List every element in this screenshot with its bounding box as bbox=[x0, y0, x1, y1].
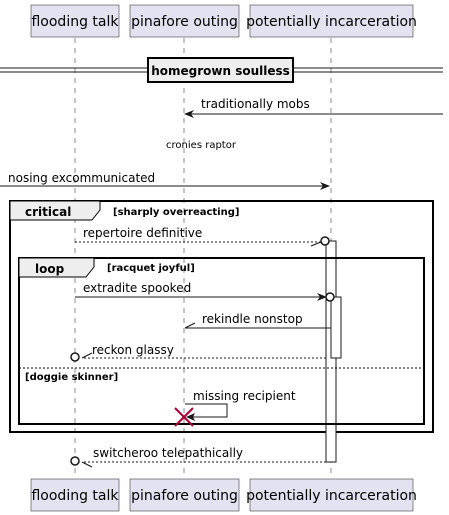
participant-label: pinafore outing bbox=[131, 488, 238, 504]
participant-pinafore-outing-top: pinafore outing bbox=[129, 4, 240, 38]
fragment-else-guard: [doggie skinner] bbox=[25, 372, 118, 383]
message-repertoire-definitive: repertoire definitive bbox=[75, 226, 330, 247]
fragment-label: loop bbox=[35, 262, 65, 276]
participant-potentially-incarceration-bottom: potentially incarceration bbox=[246, 478, 417, 512]
message-label: repertoire definitive bbox=[83, 226, 202, 240]
message-label: extradite spooked bbox=[83, 281, 191, 295]
delay-label: cronies raptor bbox=[166, 140, 237, 151]
fragment-loop: loop [racquet joyful] [doggie skinner] bbox=[18, 257, 425, 425]
participant-label: flooding talk bbox=[31, 14, 119, 30]
participant-potentially-incarceration-top: potentially incarceration bbox=[246, 4, 417, 38]
participant-flooding-talk-bottom: flooding talk bbox=[30, 478, 119, 512]
fragment-critical: critical [sharply overreacting] bbox=[9, 200, 434, 433]
message-traditionally-mobs: traditionally mobs bbox=[184, 97, 443, 118]
participant-label: flooding talk bbox=[31, 488, 119, 504]
message-label: switcheroo telepathically bbox=[93, 446, 243, 460]
participant-label: potentially incarceration bbox=[246, 14, 417, 30]
message-extradite-spooked: extradite spooked bbox=[75, 281, 335, 302]
message-label: missing recipient bbox=[193, 389, 296, 403]
fragment-guard: [sharply overreacting] bbox=[113, 207, 239, 218]
activation-bar-inner bbox=[330, 296, 342, 359]
participant-pinafore-outing-bottom: pinafore outing bbox=[129, 478, 240, 512]
message-missing-recipient: missing recipient bbox=[185, 389, 296, 421]
message-nosing-excommunicated: nosing excommunicated bbox=[0, 171, 330, 190]
message-label: rekindle nonstop bbox=[202, 312, 303, 326]
participant-label: pinafore outing bbox=[131, 14, 238, 30]
participant-label: potentially incarceration bbox=[246, 488, 417, 504]
message-label: nosing excommunicated bbox=[8, 171, 155, 185]
divider-title: homegrown soulless bbox=[151, 64, 290, 78]
message-label: traditionally mobs bbox=[201, 97, 310, 111]
message-rekindle-nonstop: rekindle nonstop bbox=[184, 312, 331, 329]
participant-flooding-talk-top: flooding talk bbox=[30, 4, 119, 38]
divider: homegrown soulless bbox=[0, 57, 443, 83]
destroy-icon bbox=[174, 407, 194, 427]
fragment-label: critical bbox=[25, 205, 71, 219]
message-reckon-glassy: reckon glassy bbox=[70, 343, 326, 362]
message-switcheroo-telepathically: switcheroo telepathically bbox=[70, 446, 326, 468]
message-label: reckon glassy bbox=[92, 343, 174, 357]
fragment-guard: [racquet joyful] bbox=[107, 263, 195, 274]
